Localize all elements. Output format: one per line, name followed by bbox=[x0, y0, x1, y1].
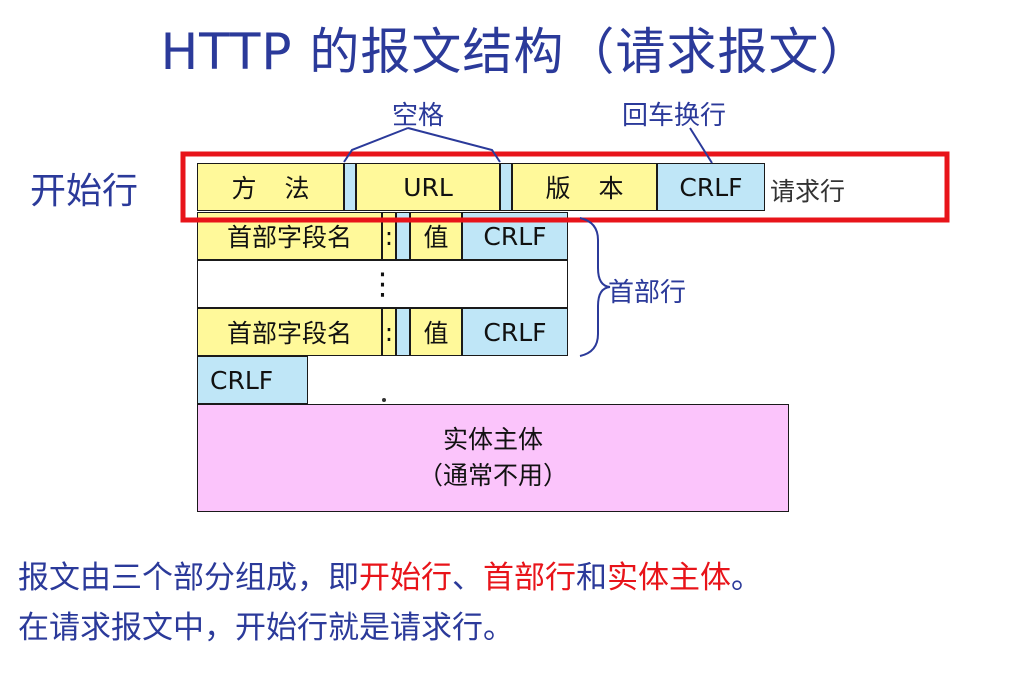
crlf-pointer bbox=[689, 127, 713, 164]
header-lines-annotation: 首部行 bbox=[608, 278, 687, 308]
blank-line-mark bbox=[382, 398, 386, 402]
space-cell-2 bbox=[500, 163, 512, 211]
request-line-annotation: 请求行 bbox=[770, 177, 846, 206]
caption-line-1: 报文由三个部分组成，即开始行、首部行和实体主体。 bbox=[18, 552, 762, 597]
caption-text: 和 bbox=[576, 560, 607, 596]
caption-highlight-start-line: 开始行 bbox=[359, 560, 452, 596]
header-lines-brace bbox=[579, 217, 611, 357]
header-colon-cell: : bbox=[382, 308, 396, 356]
header-ellipsis-row: ⋮ bbox=[197, 260, 568, 308]
entity-body-label: 实体主体 bbox=[442, 425, 543, 454]
entity-body-box: 实体主体 （通常不用） bbox=[197, 404, 789, 512]
header-crlf-cell: CRLF bbox=[462, 308, 568, 356]
blank-line-crlf-cell: CRLF bbox=[197, 356, 308, 404]
request-crlf-cell: CRLF bbox=[657, 163, 765, 211]
header-colon-cell: : bbox=[382, 212, 396, 260]
space-brace bbox=[343, 127, 501, 163]
crlf-annotation: 回车换行 bbox=[622, 101, 727, 131]
header-space-cell bbox=[396, 212, 410, 260]
header-value-cell: 值 bbox=[410, 308, 462, 356]
version-cell: 版 本 bbox=[512, 163, 657, 211]
header-field-cell: 首部字段名 bbox=[197, 308, 382, 356]
caption-highlight-header-lines: 首部行 bbox=[483, 560, 576, 596]
start-line-label: 开始行 bbox=[30, 171, 139, 212]
header-space-cell bbox=[396, 308, 410, 356]
space-annotation: 空格 bbox=[392, 101, 445, 131]
url-cell: URL bbox=[356, 163, 500, 211]
caption-text: 。 bbox=[731, 560, 762, 596]
space-cell-1 bbox=[344, 163, 356, 211]
caption-text: 、 bbox=[452, 560, 483, 596]
request-line-highlight bbox=[180, 151, 950, 223]
caption-text: 报文由三个部分组成，即 bbox=[18, 560, 359, 596]
caption-highlight-entity-body: 实体主体 bbox=[607, 560, 731, 596]
method-cell: 方 法 bbox=[197, 163, 344, 211]
caption-line-2: 在请求报文中，开始行就是请求行。 bbox=[18, 610, 514, 646]
entity-body-note: （通常不用） bbox=[417, 461, 568, 490]
page-title: HTTP 的报文结构（请求报文） bbox=[160, 23, 871, 81]
